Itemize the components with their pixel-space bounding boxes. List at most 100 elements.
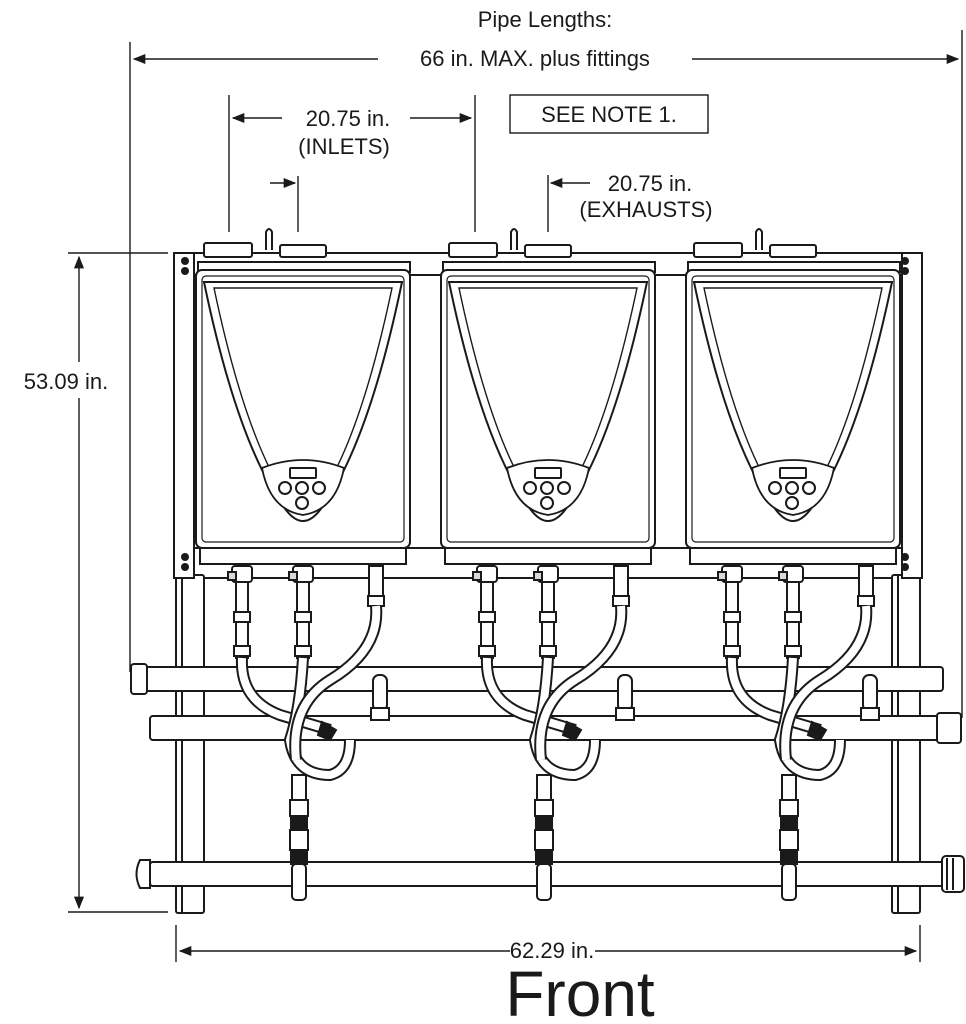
water-heater-3 [685,228,901,901]
connection-plate [199,547,407,565]
inlets-label: (INLETS) [298,134,390,159]
valve-stem [786,581,800,613]
connection-plate [444,547,652,565]
pipe-fitting [289,799,309,817]
heater-cabinet-inner [446,275,650,543]
inlet-collar [448,242,498,258]
front-cover [692,281,894,522]
drop-valve [780,849,798,865]
control-button [557,481,571,495]
width-dimension [175,925,921,962]
control-button [768,481,782,495]
pipe-fitting [233,611,251,623]
height-value: 53.09 in. [24,369,108,394]
flex-hose-curve-fill [237,657,332,734]
pipe-fitting [615,707,635,721]
valve-stem [725,581,739,613]
gas-connector [613,565,629,597]
heater-cabinet-inner [691,275,895,543]
inlet-collar [203,242,253,258]
gas-hose-fill [781,605,871,761]
pipe-fitting [857,595,875,607]
water-heater-1 [195,228,411,901]
pipe-fitting [860,707,880,721]
control-button [802,481,816,495]
control-button [295,481,309,495]
vent-hook [755,228,763,250]
inlet-collar [693,242,743,258]
control-button [312,481,326,495]
front-cover [202,281,404,522]
control-button [785,496,799,510]
control-button [540,496,554,510]
flex-hose-loop-fill [775,657,844,780]
pipe-length-dimension [129,30,963,718]
pipe-fitting [723,645,741,657]
pipe-fitting [612,595,630,607]
elbow-fitting [806,720,828,742]
height-dimension [68,252,168,913]
riser-stub [617,674,633,712]
pipe-fitting [539,611,557,623]
exhaust-collar [279,244,327,258]
drop-valve [290,815,308,831]
gas-hose-fill [536,605,626,761]
riser-stub [862,674,878,712]
pipe-fitting [478,645,496,657]
connection-plate [689,547,897,565]
heaters-layer [195,228,901,901]
valve-handle [717,571,727,581]
pipe-fitting [233,645,251,657]
heater-cabinet-inner [201,275,405,543]
valve-handle [472,571,482,581]
pipe-lengths-value: 66 in. MAX. plus fittings [420,46,650,71]
display-screen [779,467,807,479]
control-button [785,481,799,495]
note-text: SEE NOTE 1. [541,102,677,127]
exhaust-collar [769,244,817,258]
flex-hose-loop-fill [285,657,354,780]
rack-bolts [181,257,909,571]
valve-stem [235,581,249,613]
vent-hook [265,228,273,250]
gas-hose-fill [291,605,381,761]
pipe-fitting [294,645,312,657]
pipe-lengths-title: Pipe Lengths: [478,7,613,32]
exhaust-collar [524,244,572,258]
flex-hose-curve-fill [482,657,577,734]
drop-valve [290,849,308,865]
drop-valve [535,849,553,865]
elbow-fitting [316,720,338,742]
gas-connector [858,565,874,597]
pipe-fitting [539,645,557,657]
drop-union [289,829,309,851]
control-button [523,481,537,495]
valve-stem [541,581,555,613]
pipe-fitting [723,611,741,623]
exhausts-value: 20.75 in. [608,171,692,196]
water-heater-2 [440,228,656,901]
valve-stem [296,581,310,613]
pipe-fitting [784,611,802,623]
riser-stub [372,674,388,712]
flex-hose-curve-fill [727,657,822,734]
control-button [278,481,292,495]
drop-valve [535,815,553,831]
display-screen [289,467,317,479]
flex-hose-loop-fill [530,657,599,780]
valve-handle [778,571,788,581]
drop-stub [536,863,552,901]
drop-union [779,829,799,851]
vent-hook [510,228,518,250]
pipe-fitting [784,645,802,657]
front-cover [447,281,649,522]
valve-handle [288,571,298,581]
pipe-fitting [534,799,554,817]
pipe-fitting [367,595,385,607]
inlets-value: 20.75 in. [306,106,390,131]
valve-stem [480,581,494,613]
pipe-fitting [779,799,799,817]
pipe-fitting [370,707,390,721]
drop-stub [781,863,797,901]
